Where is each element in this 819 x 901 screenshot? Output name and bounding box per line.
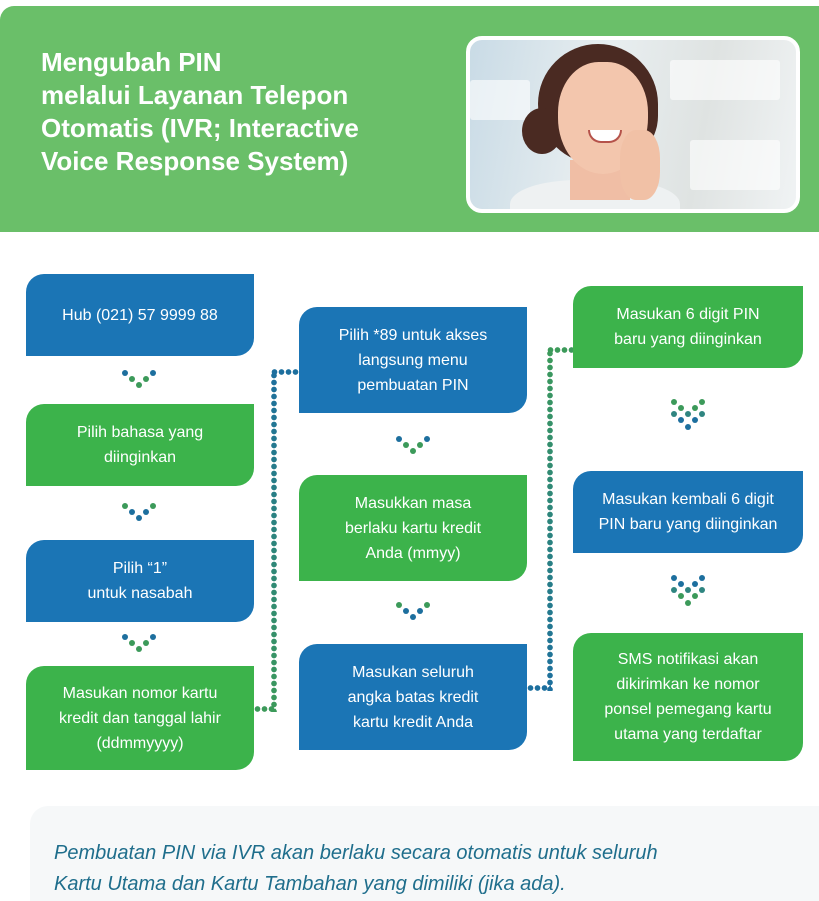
step-text: baru yang diinginkan xyxy=(614,331,762,348)
connector-dots xyxy=(271,369,299,375)
step-text: PIN baru yang diinginkan xyxy=(598,516,778,533)
step-choose-1-customer: Pilih “1” untuk nasabah xyxy=(26,540,254,622)
step-text: Masukan 6 digit PIN xyxy=(616,306,760,323)
background-window xyxy=(470,80,530,120)
step-text: (ddmmyyyy) xyxy=(96,734,184,752)
step-enter-card-and-birthdate: Masukan nomor kartu kredit dan tanggal l… xyxy=(26,666,254,770)
step-call-number: Hub (021) 57 9999 88 xyxy=(26,274,254,356)
note-box: Pembuatan PIN via IVR akan berlaku secar… xyxy=(30,806,819,901)
step-text: Masukan seluruh xyxy=(352,663,474,681)
step-text: Pilih bahasa yang xyxy=(76,424,204,441)
woman-on-phone-photo xyxy=(466,36,800,213)
step-text: angka batas kredit xyxy=(347,688,479,706)
step-text: Masukan kembali 6 digit xyxy=(602,491,774,508)
person-hand xyxy=(620,130,660,200)
step-enter-credit-limit: Masukan seluruh angka batas kredit kartu… xyxy=(299,644,527,750)
header-banner: Mengubah PIN melalui Layanan Telepon Oto… xyxy=(0,6,819,232)
step-text: Masukan nomor kartu xyxy=(62,684,218,702)
step-text: Masukkan masa xyxy=(354,494,472,512)
title-line: Otomatis (IVR; Interactive xyxy=(41,113,359,143)
step-text: berlaku kartu kredit xyxy=(344,519,482,537)
title-line: Mengubah PIN xyxy=(41,47,222,77)
step-text: pembuatan PIN xyxy=(357,376,469,394)
step-reenter-new-pin: Masukan kembali 6 digit PIN baru yang di… xyxy=(573,471,803,553)
person-hair-bun xyxy=(522,108,562,154)
step-text: diinginkan xyxy=(103,449,177,466)
background-window xyxy=(670,60,780,100)
step-sms-notification: SMS notifikasi akan dikirimkan ke nomor … xyxy=(573,633,803,761)
note-line: Pembuatan PIN via IVR akan berlaku secar… xyxy=(54,842,658,864)
title-line: melalui Layanan Telepon xyxy=(41,80,349,110)
step-text: kartu kredit Anda xyxy=(352,713,474,731)
step-enter-card-expiry: Masukkan masa berlaku kartu kredit Anda … xyxy=(299,475,527,581)
background-window xyxy=(690,140,780,190)
step-text: utama yang terdaftar xyxy=(614,726,762,743)
step-text: Anda (mmyy) xyxy=(365,544,461,562)
note-text: Pembuatan PIN via IVR akan berlaku secar… xyxy=(54,838,814,900)
connector-dots xyxy=(271,372,277,712)
step-text: ponsel pemegang kartu xyxy=(604,701,772,718)
step-text: Hub (021) 57 9999 88 xyxy=(62,306,218,324)
connector-dots xyxy=(527,685,551,691)
step-choose-language: Pilih bahasa yang diinginkan xyxy=(26,404,254,486)
step-text: dikirimkan ke nomor xyxy=(616,676,760,693)
title-line: Voice Response System) xyxy=(41,146,349,176)
step-text: Pilih *89 untuk akses xyxy=(338,326,488,344)
step-choose-89: Pilih *89 untuk akses langsung menu pemb… xyxy=(299,307,527,413)
step-text: Pilih “1” xyxy=(112,560,168,577)
step-enter-new-pin: Masukan 6 digit PIN baru yang diinginkan xyxy=(573,286,803,368)
step-text: kredit dan tanggal lahir xyxy=(59,709,221,727)
note-line: Kartu Utama dan Kartu Tambahan yang dimi… xyxy=(54,873,566,895)
step-text: langsung menu xyxy=(358,351,468,369)
connector-dots xyxy=(254,706,276,712)
page-title: Mengubah PIN melalui Layanan Telepon Oto… xyxy=(41,46,441,178)
step-text: SMS notifikasi akan xyxy=(617,651,759,668)
connector-dots xyxy=(547,350,553,691)
step-text: untuk nasabah xyxy=(87,585,193,602)
connector-dots xyxy=(547,347,573,353)
